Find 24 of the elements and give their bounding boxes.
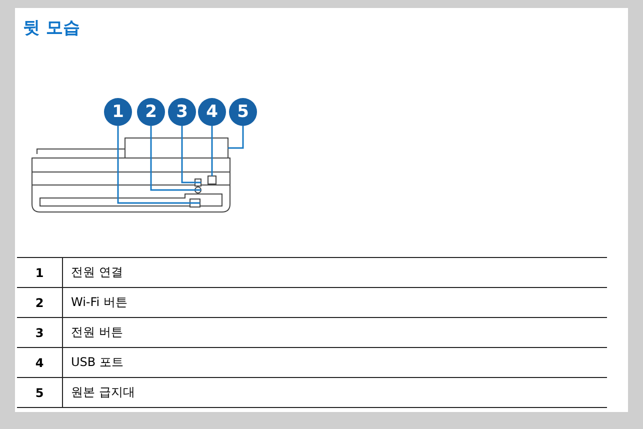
callout-number: 1 xyxy=(104,98,132,126)
power-connector-icon xyxy=(190,198,200,208)
item-description: 전원 버튼 xyxy=(71,325,123,339)
item-description: USB 포트 xyxy=(71,355,124,369)
item-description: 전원 연결 xyxy=(71,265,123,279)
usb-port-icon xyxy=(208,176,216,184)
item-description: 원본 급지대 xyxy=(71,385,135,399)
leader-line xyxy=(228,126,244,149)
callout-number: 5 xyxy=(229,98,257,126)
callout-number: 2 xyxy=(137,98,165,126)
leader-line xyxy=(211,126,213,176)
leader-line xyxy=(117,126,200,204)
item-number: 1 xyxy=(35,266,44,280)
callout-number: 4 xyxy=(198,98,226,126)
item-number: 4 xyxy=(35,356,44,370)
item-description: Wi-Fi 버튼 xyxy=(71,295,128,309)
leader-line xyxy=(181,126,201,184)
item-number: 5 xyxy=(35,386,44,400)
item-number: 2 xyxy=(35,296,44,310)
callout-number: 3 xyxy=(168,98,196,126)
title: 뒷 모습 xyxy=(23,17,80,39)
document-feeder-tray xyxy=(124,138,228,158)
item-number: 3 xyxy=(35,326,44,340)
leader-line xyxy=(150,126,201,191)
